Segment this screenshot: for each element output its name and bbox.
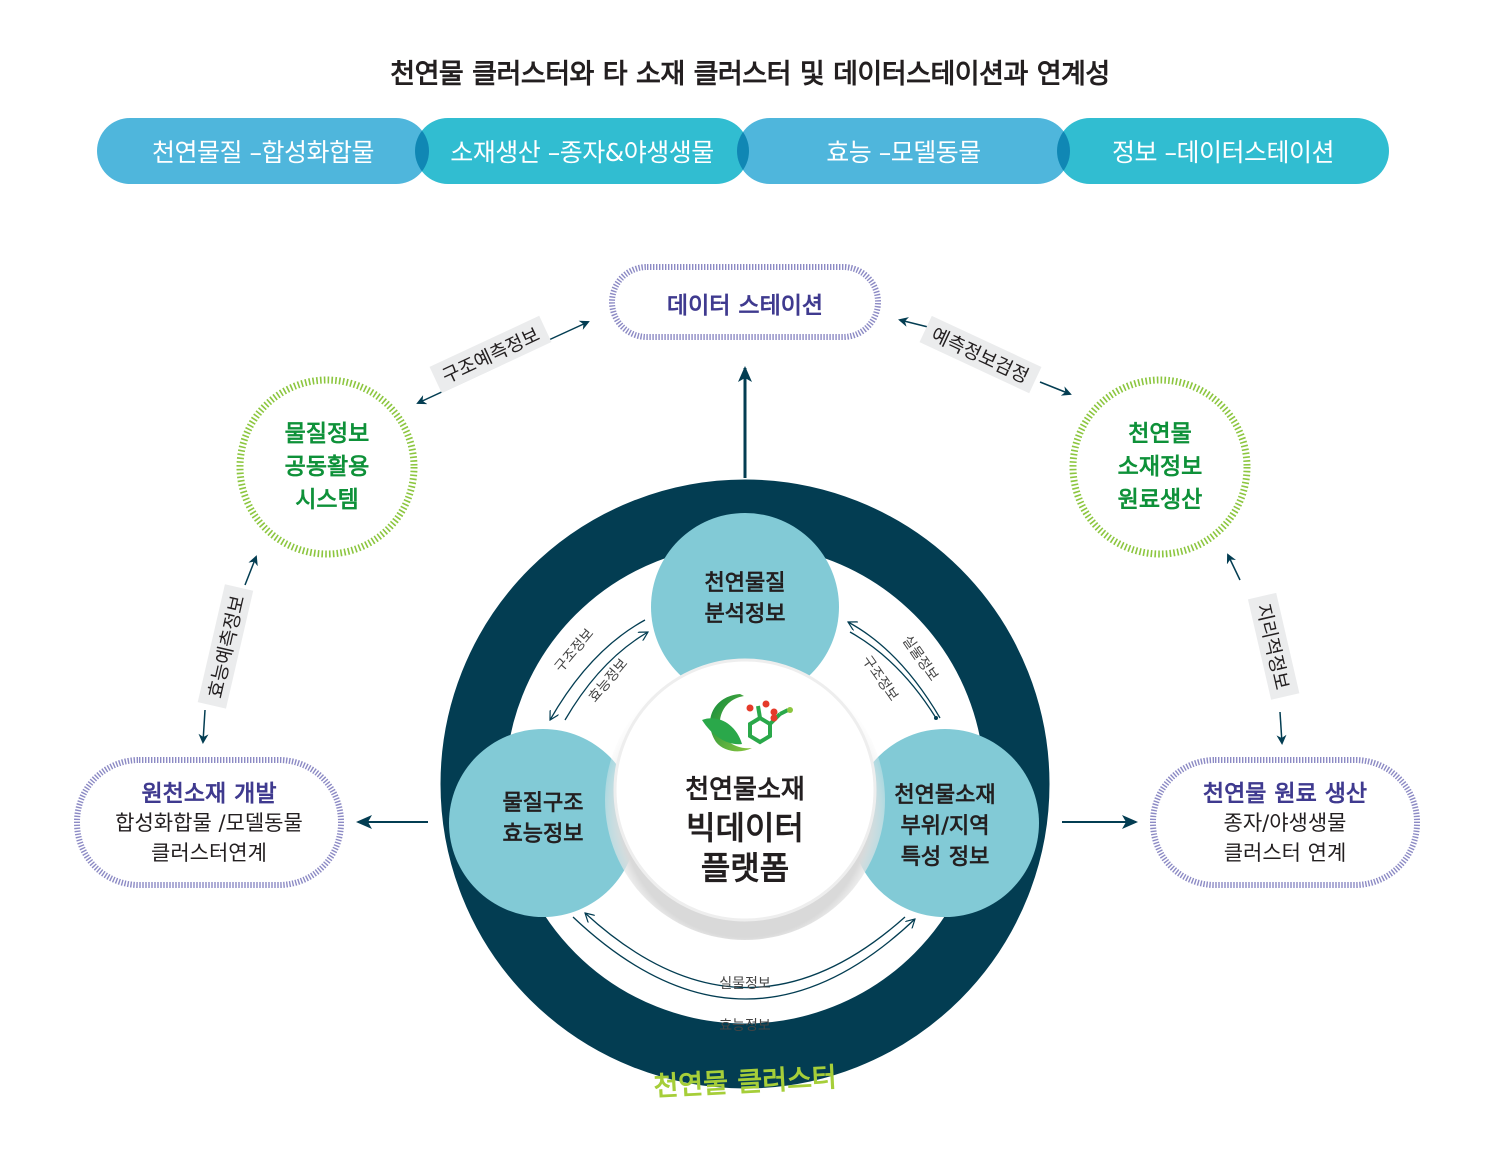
center-line-3: 플랫폼 — [700, 849, 790, 887]
arc-bottom-outer — [572, 916, 915, 1000]
center-label: 천연물소재 빅데이터 플랫폼 — [615, 772, 875, 888]
arc-right-inner — [849, 631, 937, 719]
raw-production-line: 클러스터 연계 — [1223, 841, 1347, 865]
arc-bottom-inner — [585, 913, 906, 989]
material-system-line: 공동활용 — [284, 454, 370, 480]
raw-production-title: 천연물 원료 생산 — [1202, 781, 1368, 807]
pill-information: 정보 –데이터스테이션 — [1057, 118, 1389, 184]
pill-efficacy: 효능 –모델동물 — [737, 118, 1070, 184]
material-system-line: 물질정보 — [284, 421, 370, 447]
leaf-molecule-logo-icon — [702, 694, 793, 752]
arc-label-bottom-inner: 실물정보 — [719, 976, 771, 992]
inner-right-line: 부위/지역 — [900, 814, 990, 839]
arrow-efficacy-up — [244, 555, 258, 586]
arc-left-inner — [564, 632, 648, 721]
pill-natural-compound: 천연물질 –합성화합물 — [97, 118, 429, 184]
data-station-box — [609, 264, 881, 340]
inner-circle-right — [851, 729, 1039, 917]
inner-right-label: 천연물소재 부위/지역 특성 정보 — [851, 780, 1039, 873]
arc-right-outer — [848, 622, 941, 719]
natural-material-line: 소재정보 — [1117, 454, 1203, 480]
source-dev-box — [74, 757, 344, 888]
arrow-geo-down — [1276, 711, 1287, 745]
natural-material-line: 원료생산 — [1117, 487, 1203, 513]
inner-top-line: 천연물질 — [704, 571, 786, 596]
source-dev-line: 합성화합물 /모델동물 — [115, 811, 303, 835]
material-system-circle — [236, 376, 418, 558]
raw-production-line: 종자/야생생물 — [1223, 811, 1347, 835]
inner-circle-left — [449, 729, 637, 917]
arrow-efficacy-down — [198, 709, 209, 744]
natural-material-circle — [1069, 376, 1251, 558]
center-line-2: 빅데이터 — [686, 809, 804, 847]
inner-right-line: 특성 정보 — [900, 845, 990, 870]
source-dev-label: 원천소재 개발 합성화합물 /모델동물 클러스터연계 — [77, 774, 341, 868]
arrow-verify-right — [1039, 381, 1072, 396]
inner-right-line: 천연물소재 — [894, 783, 996, 808]
inner-left-label: 물질구조 효능정보 — [449, 788, 637, 850]
inner-left-line: 물질구조 — [502, 791, 584, 816]
diagram-title: 천연물 클러스터와 타 소재 클러스터 및 데이터스테이션과 연계성 — [390, 59, 1110, 90]
inner-left-line: 효능정보 — [502, 822, 584, 847]
natural-material-label: 천연물 소재정보 원료생산 — [1073, 418, 1247, 517]
raw-production-label: 천연물 원료 생산 종자/야생생물 클러스터 연계 — [1153, 774, 1417, 868]
center-line-1: 천연물소재 — [685, 775, 805, 805]
data-station-label: 데이터 스테이션 — [666, 293, 824, 319]
inner-circle-top — [651, 513, 839, 701]
material-system-label: 물질정보 공동활용 시스템 — [240, 418, 414, 517]
inner-top-label: 천연물질 분석정보 — [651, 568, 839, 630]
material-system-line: 시스템 — [295, 487, 359, 513]
arc-left-outer — [550, 619, 646, 720]
center-circle — [613, 658, 877, 922]
arc-label-bottom-outer: 효능정보 — [719, 1018, 771, 1034]
source-dev-title: 원천소재 개발 — [141, 781, 277, 807]
raw-production-box — [1150, 757, 1420, 888]
natural-material-line: 천연물 — [1128, 421, 1192, 447]
inner-top-line: 분석정보 — [704, 602, 786, 627]
pill-material-production: 소재생산 –종자&야생생물 — [415, 118, 749, 184]
source-dev-line: 클러스터연계 — [151, 841, 267, 865]
arrow-geo-up — [1226, 553, 1241, 581]
